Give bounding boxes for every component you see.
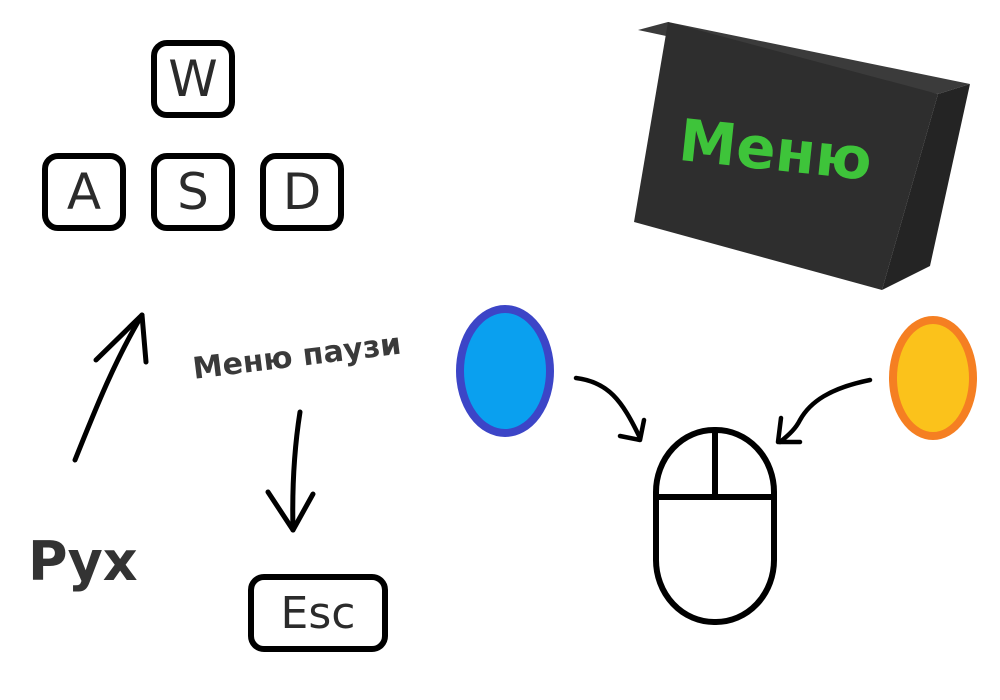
movement-label: Рух: [28, 530, 138, 593]
right-click-arrow: [775, 377, 873, 445]
left-click-arrow: [573, 375, 647, 443]
mouse-icon: [653, 427, 777, 625]
key-w: W: [151, 40, 235, 118]
pause-arrow: [265, 409, 316, 533]
key-esc: Esc: [248, 574, 388, 652]
menu-block-front: [634, 22, 938, 290]
menu-block-side: [882, 84, 970, 290]
movement-arrow: [72, 312, 149, 463]
key-d: D: [260, 153, 344, 231]
blue-oval-icon: [456, 305, 554, 437]
key-s: S: [151, 153, 235, 231]
menu-block: Меню: [634, 22, 970, 290]
orange-oval-icon: [889, 316, 977, 440]
key-a: A: [42, 153, 126, 231]
